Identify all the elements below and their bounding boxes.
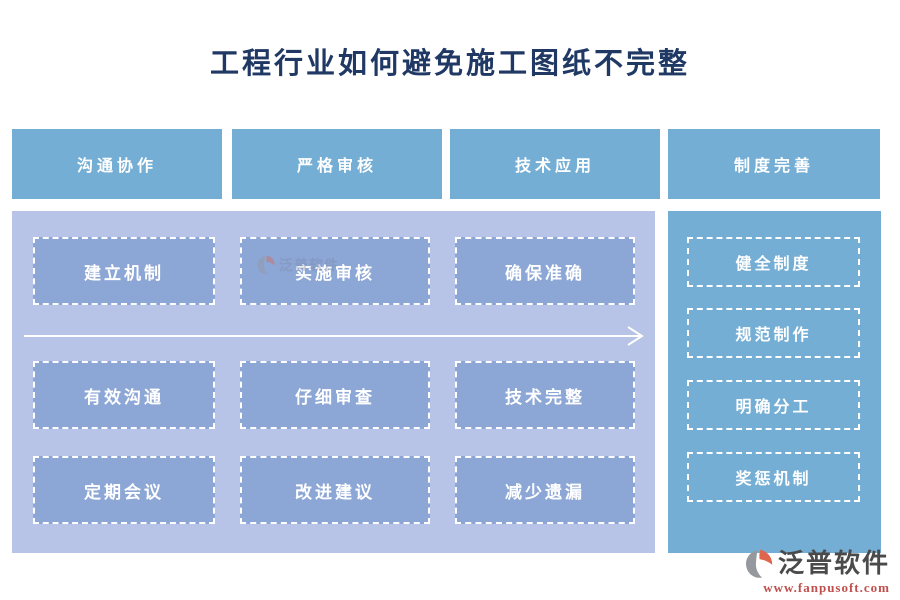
diagram-box: 定期会议 <box>33 456 215 524</box>
diagram-box: 奖惩机制 <box>687 452 860 502</box>
brand-logo-icon <box>746 549 773 578</box>
diagram-box: 实施审核 <box>240 237 430 305</box>
column-header-system: 制度完善 <box>668 129 880 199</box>
brand-name: 泛普软件 <box>777 549 890 578</box>
left-panel: 建立机制 实施审核 确保准确 泛普软件 有效沟通 仔细审查 技术完整 定期会议 … <box>12 211 655 553</box>
diagram-box: 改进建议 <box>240 456 430 524</box>
page-title: 工程行业如何避免施工图纸不完整 <box>209 48 690 80</box>
brand-logo: 泛普软件 www.fanpusoft.com <box>744 549 890 596</box>
diagram-box: 有效沟通 <box>33 361 215 429</box>
diagram-box: 仔细审查 <box>240 361 430 429</box>
flow-arrow <box>24 326 644 346</box>
brand-url: www.fanpusoft.com <box>763 580 890 595</box>
diagram-box: 减少遗漏 <box>455 456 635 524</box>
diagram-box: 技术完整 <box>455 361 635 429</box>
column-header-technology: 技术应用 <box>450 129 660 199</box>
diagram-box: 建立机制 <box>33 237 215 305</box>
column-header-review: 严格审核 <box>232 129 442 199</box>
diagram-box: 确保准确 <box>455 237 635 305</box>
diagram-box: 健全制度 <box>687 237 860 287</box>
diagram-box: 明确分工 <box>687 380 860 430</box>
right-panel: 健全制度 规范制作 明确分工 奖惩机制 <box>668 211 881 553</box>
diagram-box: 规范制作 <box>687 308 860 358</box>
column-header-communication: 沟通协作 <box>12 129 222 199</box>
